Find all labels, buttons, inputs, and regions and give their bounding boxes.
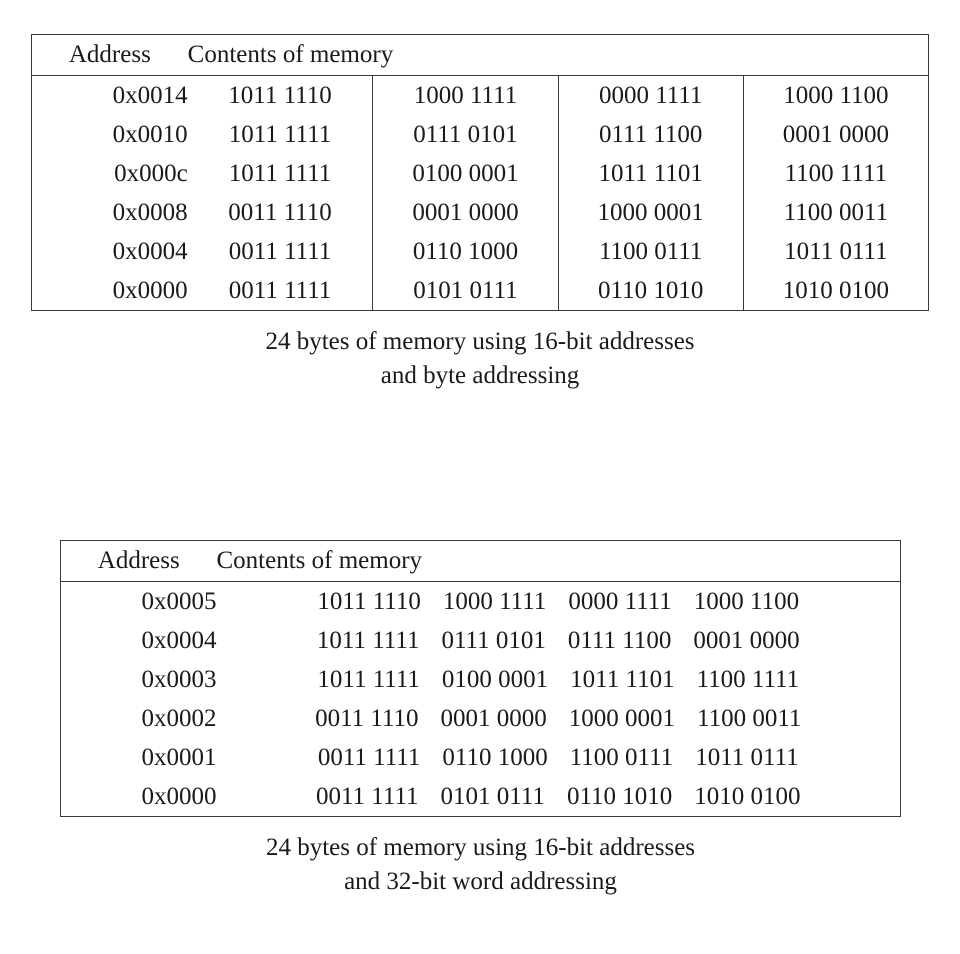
word-cell: 0011 1110 0001 0000 1000 0001 1100 0011 xyxy=(216,699,901,738)
caption-line: 24 bytes of memory using 16-bit addresse… xyxy=(265,328,695,355)
address-cell: 0x0010 xyxy=(31,115,188,154)
byte-cell: 0101 0111 xyxy=(372,271,559,311)
column-header-contents: Contents of memory xyxy=(187,34,929,76)
address-cell: 0x0000 xyxy=(31,271,188,311)
caption-line: 24 bytes of memory using 16-bit addresse… xyxy=(265,834,696,861)
byte-group: 0011 1110 xyxy=(315,705,419,732)
table-row: 0x0001 0011 1111 0110 1000 1100 0111 1011 0… xyxy=(60,738,901,777)
caption-line: and 32-bit word addressing xyxy=(344,867,617,895)
address-cell: 0x0014 xyxy=(31,75,188,115)
byte-group: 1011 1111 xyxy=(316,627,420,654)
table-row: 0x0000 0011 1111 0101 0111 0110 1010 1010 0… xyxy=(60,777,901,817)
figure-byte-addressing: Address Contents of memory 0x0014 1011 1… xyxy=(31,34,929,392)
byte-group: 0001 0000 xyxy=(440,705,547,732)
byte-group: 0111 0101 xyxy=(441,627,546,654)
table-row: 0x0004 1011 1111 0111 0101 0111 1100 0001 0… xyxy=(60,621,901,660)
address-cell: 0x0004 xyxy=(31,232,188,271)
byte-cell: 0011 1110 xyxy=(187,193,373,232)
byte-group: 1011 1101 xyxy=(570,666,675,693)
figure-caption-byte-addressing: 24 bytes of memory using 16-bit addresse… xyxy=(31,325,929,392)
column-header-address: Address xyxy=(60,540,217,582)
byte-cell: 0110 1000 xyxy=(372,232,559,271)
address-cell: 0x0004 xyxy=(60,621,217,660)
byte-cell: 1010 0100 xyxy=(742,271,929,311)
byte-cell: 1011 1101 xyxy=(557,154,744,193)
table-row: 0x0005 1011 1110 1000 1111 0000 1111 1000 1… xyxy=(60,581,901,621)
byte-cell: 1011 1111 xyxy=(187,115,373,154)
table-row: 0x0003 1011 1111 0100 0001 1011 1101 1100 1… xyxy=(60,660,901,699)
word-cell: 0011 1111 0101 0111 0110 1010 1010 0100 xyxy=(216,777,901,817)
caption-line: and byte addressing xyxy=(380,361,580,389)
byte-cell: 1011 1110 xyxy=(187,75,373,115)
address-cell: 0x0000 xyxy=(60,777,217,817)
address-cell: 0x0003 xyxy=(60,660,217,699)
byte-group: 1011 1111 xyxy=(317,666,420,693)
address-cell: 0x0001 xyxy=(60,738,217,777)
byte-cell: 1000 1111 xyxy=(372,75,559,115)
address-cell: 0x000c xyxy=(31,154,188,193)
byte-group: 0110 1000 xyxy=(442,744,548,771)
byte-cell: 0111 1100 xyxy=(557,115,744,154)
byte-group: 1000 1111 xyxy=(442,588,547,615)
byte-cell: 0001 0000 xyxy=(372,193,559,232)
table-row: 0x0004 0011 1111 0110 1000 1100 0111 101… xyxy=(31,232,929,271)
byte-cell: 0100 0001 xyxy=(372,154,559,193)
byte-group: 0100 0001 xyxy=(441,666,549,693)
byte-group: 1010 0100 xyxy=(694,783,801,810)
byte-group: 1011 0111 xyxy=(695,744,799,771)
byte-group: 0011 1111 xyxy=(315,783,419,810)
byte-group: 1011 1110 xyxy=(317,588,421,615)
word-cell: 1011 1110 1000 1111 0000 1111 1000 1100 xyxy=(216,581,901,621)
byte-cell: 1100 0011 xyxy=(742,193,929,232)
byte-cell: 1100 0111 xyxy=(557,232,744,271)
byte-group: 0101 0111 xyxy=(440,783,545,810)
byte-cell: 1011 0111 xyxy=(742,232,929,271)
table-row: 0x0000 0011 1111 0101 0111 0110 1010 101… xyxy=(31,271,929,311)
byte-group: 1100 0111 xyxy=(569,744,674,771)
table-row: 0x000c 1011 1111 0100 0001 1011 1101 110… xyxy=(31,154,929,193)
byte-cell: 1100 1111 xyxy=(742,154,929,193)
table-header-row: Address Contents of memory xyxy=(60,540,901,582)
column-header-address: Address xyxy=(31,34,188,76)
table-row: 0x0014 1011 1110 1000 1111 0000 1111 100… xyxy=(31,75,929,115)
address-cell: 0x0008 xyxy=(31,193,188,232)
table-row: 0x0010 1011 1111 0111 0101 0111 1100 000… xyxy=(31,115,929,154)
byte-group: 0110 1010 xyxy=(566,783,673,810)
byte-cell: 1000 1100 xyxy=(742,75,929,115)
table-row: 0x0008 0011 1110 0001 0000 1000 0001 110… xyxy=(31,193,929,232)
figure-word-addressing: Address Contents of memory 0x0005 1011 1… xyxy=(60,540,901,898)
word-cell: 1011 1111 0100 0001 1011 1101 1100 1111 xyxy=(216,660,901,699)
memory-table-word-addressing: Address Contents of memory 0x0005 1011 1… xyxy=(60,540,901,817)
table-header-row: Address Contents of memory xyxy=(31,34,929,76)
byte-cell: 0000 1111 xyxy=(557,75,744,115)
byte-group: 1000 0001 xyxy=(568,705,676,732)
figure-caption-word-addressing: 24 bytes of memory using 16-bit addresse… xyxy=(60,831,901,898)
byte-cell: 1011 1111 xyxy=(187,154,373,193)
byte-cell: 0001 0000 xyxy=(742,115,929,154)
byte-group: 0011 1111 xyxy=(317,744,421,771)
byte-cell: 0011 1111 xyxy=(187,232,373,271)
memory-table-byte-addressing: Address Contents of memory 0x0014 1011 1… xyxy=(31,34,929,311)
word-cell: 1011 1111 0111 0101 0111 1100 0001 0000 xyxy=(216,621,901,660)
address-cell: 0x0002 xyxy=(60,699,217,738)
table-row: 0x0002 0011 1110 0001 0000 1000 0001 1100 0… xyxy=(60,699,901,738)
byte-cell: 0011 1111 xyxy=(187,271,373,311)
byte-group: 1100 1111 xyxy=(696,666,800,693)
address-cell: 0x0005 xyxy=(60,581,217,621)
byte-group: 0001 0000 xyxy=(693,627,800,654)
word-cell: 0011 1111 0110 1000 1100 0111 1011 0111 xyxy=(216,738,901,777)
byte-group: 0000 1111 xyxy=(568,588,672,615)
byte-group: 1100 0011 xyxy=(697,705,802,732)
byte-cell: 1000 0001 xyxy=(557,193,744,232)
byte-group: 1000 1100 xyxy=(693,588,800,615)
byte-cell: 0111 0101 xyxy=(372,115,559,154)
byte-group: 0111 1100 xyxy=(567,627,672,654)
byte-cell: 0110 1010 xyxy=(557,271,744,311)
column-header-contents: Contents of memory xyxy=(216,540,901,582)
